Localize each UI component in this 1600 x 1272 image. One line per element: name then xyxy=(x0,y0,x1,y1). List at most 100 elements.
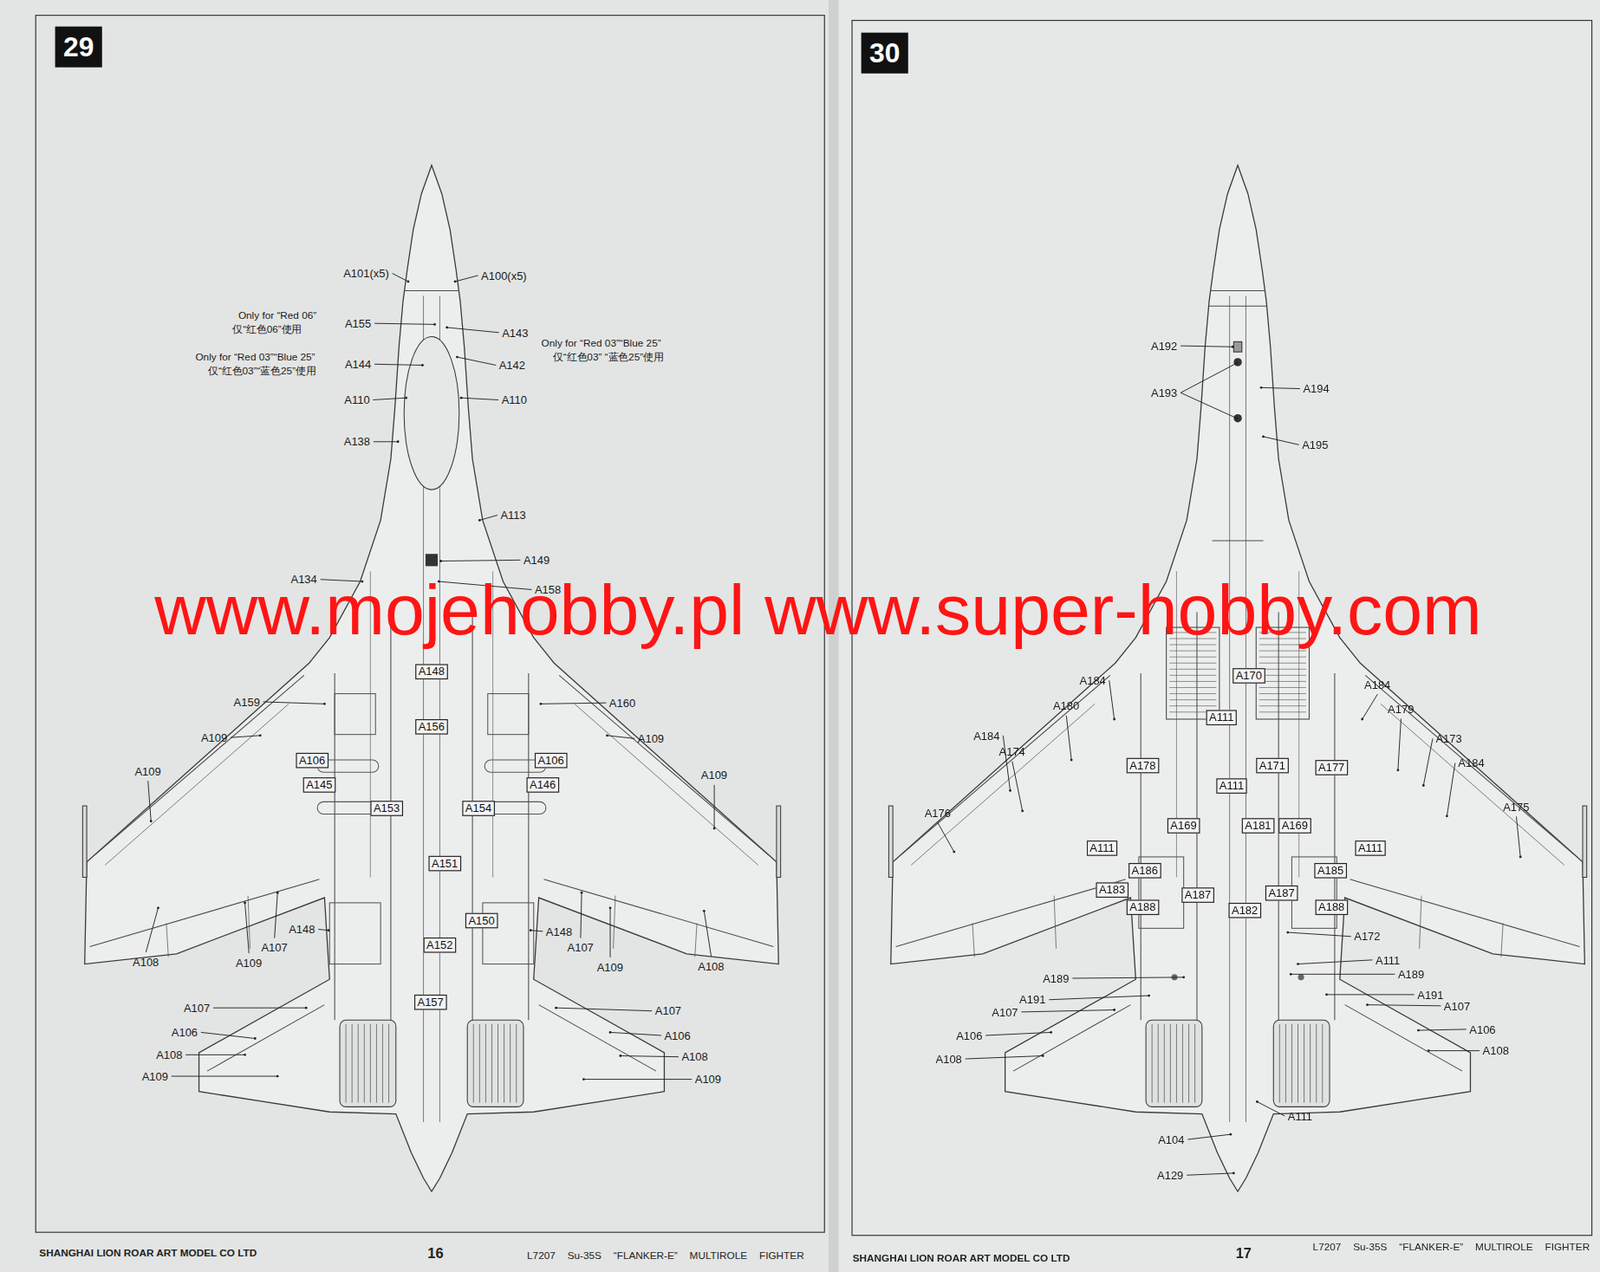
leader-line xyxy=(185,1054,245,1056)
leader-dot xyxy=(276,1075,280,1079)
leader-dot xyxy=(580,891,584,895)
leader-line xyxy=(479,515,498,521)
leader-line xyxy=(540,702,606,704)
drawing-line xyxy=(345,1024,347,1104)
callout-label: A148 xyxy=(288,923,315,937)
drawing-line xyxy=(1278,611,1280,1021)
leader-dot xyxy=(618,1054,622,1058)
drawing-line xyxy=(1259,693,1307,695)
leader-line xyxy=(263,702,326,704)
leader-line xyxy=(530,930,543,932)
footer-text: SHANGHAI LION ROAR ART MODEL CO LTD xyxy=(852,1251,1071,1265)
part-number-box: A106 xyxy=(534,752,567,768)
engine-nozzle xyxy=(1273,1020,1330,1107)
leader-line xyxy=(201,1032,255,1039)
leader-line xyxy=(1262,436,1299,445)
drawing-line xyxy=(1303,1024,1305,1104)
wingtip-rail xyxy=(888,806,893,878)
callout-label: A107 xyxy=(991,1005,1018,1019)
leader-line xyxy=(1180,345,1233,347)
drawing-line xyxy=(1013,1005,1131,1073)
drawing-line xyxy=(1259,699,1307,701)
part-number-box: A188 xyxy=(1315,899,1348,916)
part-number: A111 xyxy=(1209,710,1234,723)
drawing-line xyxy=(382,1024,384,1104)
callout-label: A189 xyxy=(1398,968,1425,982)
callout-label: A184 xyxy=(1079,674,1106,688)
leader-line xyxy=(171,1076,278,1078)
leader-line xyxy=(1066,715,1072,761)
part-number: A171 xyxy=(1259,758,1286,771)
callout-label: A184 xyxy=(1364,677,1391,691)
leader-dot xyxy=(582,1078,586,1081)
variant-note: 仅“红色06”使用 xyxy=(232,323,302,336)
leader-line xyxy=(1180,392,1237,418)
drawing-line xyxy=(357,1024,359,1104)
part-number-box: A152 xyxy=(423,936,456,953)
callout-label: A113 xyxy=(500,508,526,522)
drawing-line xyxy=(1151,1024,1153,1104)
leader-dot xyxy=(609,1031,612,1035)
panel xyxy=(317,801,379,814)
part-number: A181 xyxy=(1244,819,1271,832)
drawing-line xyxy=(1169,656,1217,658)
leader-line xyxy=(274,892,279,938)
leader-line xyxy=(455,275,478,282)
footer-text: L7207 Su-35S “FLANKER-E” MULTIROLE FIGHT… xyxy=(1313,1240,1591,1254)
canopy xyxy=(403,337,460,491)
leader-dot xyxy=(421,364,424,367)
drawing-line xyxy=(104,703,289,866)
drawing-line xyxy=(364,1024,365,1104)
part-number-box: A156 xyxy=(415,718,448,735)
callout-label: A173 xyxy=(1435,732,1462,746)
part-number: A146 xyxy=(529,778,556,791)
leader-dot xyxy=(1182,975,1185,979)
callout-label: A106 xyxy=(171,1026,198,1040)
leader-dot xyxy=(455,356,459,359)
drawing-line xyxy=(1297,1024,1299,1104)
step-number-text: 30 xyxy=(869,38,900,69)
callout-label: A110 xyxy=(501,393,527,407)
leader-dot xyxy=(404,396,408,400)
leader-line xyxy=(447,327,500,333)
drawing-line xyxy=(1188,1024,1190,1104)
leader-line xyxy=(1109,680,1115,720)
leader-dot xyxy=(702,910,706,913)
drawing-line xyxy=(1259,705,1307,707)
part-number-box: A111 xyxy=(1086,840,1118,857)
drawing-line xyxy=(1291,1024,1293,1104)
part-number: A182 xyxy=(1231,903,1258,916)
panel xyxy=(334,694,376,735)
part-number-box: A181 xyxy=(1242,818,1275,834)
callout-label: A172 xyxy=(1353,930,1380,944)
leader-line xyxy=(213,1008,306,1009)
panel xyxy=(487,694,529,735)
leader-dot xyxy=(433,323,436,326)
part-number-box: A150 xyxy=(465,912,498,929)
callout-label: A195 xyxy=(1301,438,1328,452)
antenna xyxy=(1298,974,1305,981)
callout-label: A107 xyxy=(655,1004,682,1018)
drawing-line xyxy=(1350,879,1581,948)
callout-label: A192 xyxy=(1151,338,1178,352)
drawing-line xyxy=(1169,681,1217,683)
part-number: A186 xyxy=(1131,864,1158,877)
leader-dot xyxy=(1325,993,1328,996)
drawing-line xyxy=(388,1024,390,1104)
callout-label: A189 xyxy=(1042,971,1069,985)
callout-label: A155 xyxy=(344,317,371,331)
drawing-line xyxy=(370,1024,371,1104)
drawing-line xyxy=(1279,1024,1281,1104)
drawing-line xyxy=(1169,699,1217,701)
callout-label: A142 xyxy=(499,358,526,372)
leader-dot xyxy=(1286,931,1289,935)
leader-dot xyxy=(1008,789,1012,793)
drawing-line xyxy=(1345,1005,1463,1073)
callout-label: A107 xyxy=(1443,999,1470,1013)
callout-label: A191 xyxy=(1417,988,1444,1002)
leader-line xyxy=(610,1032,662,1036)
page-number: 17 xyxy=(1235,1246,1252,1260)
aircraft-outline xyxy=(84,165,780,1192)
drawing-line xyxy=(1169,663,1217,664)
part-number: A152 xyxy=(426,938,453,951)
